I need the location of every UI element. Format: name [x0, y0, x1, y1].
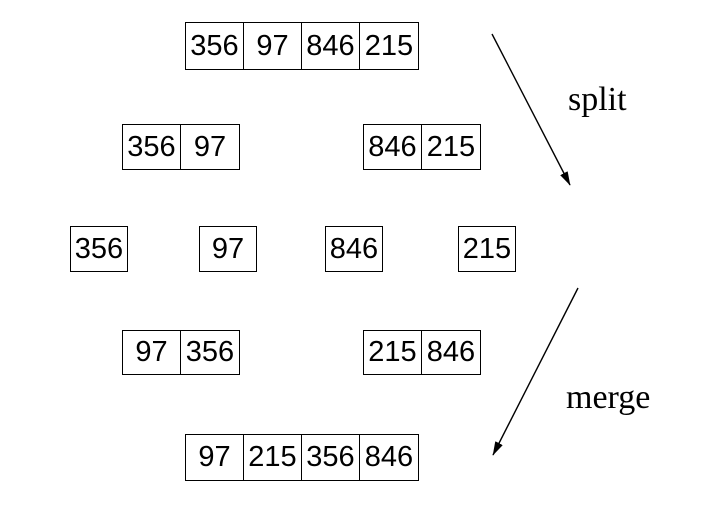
array-cell: 356 — [185, 336, 235, 368]
array-cell: 356 — [123, 125, 181, 169]
split-arrow — [491, 33, 571, 186]
array-unsorted: 356 97 846 215 — [185, 22, 419, 70]
merge-label: merge — [566, 379, 651, 416]
array-single-97: 97 — [199, 226, 257, 272]
array-cell: 97 — [193, 130, 227, 163]
array-cell: 97 — [244, 23, 302, 69]
array-cell: 215 — [364, 29, 414, 62]
array-cell: 846 — [364, 441, 414, 473]
merge-arrow — [492, 287, 579, 456]
array-single-356: 356 — [70, 226, 128, 272]
array-cell: 215 — [244, 435, 302, 480]
array-merged-right: 215 846 — [363, 330, 481, 375]
array-cell: 846 — [302, 23, 360, 69]
array-cell: 97 — [186, 435, 244, 480]
array-cell: 215 — [364, 331, 422, 374]
array-split-right: 846 215 — [363, 124, 481, 170]
array-cell: 846 — [426, 336, 476, 368]
array-sorted: 97 215 356 846 — [185, 434, 419, 481]
array-cell: 846 — [364, 125, 422, 169]
array-single-846: 846 — [325, 226, 383, 272]
split-label: split — [568, 81, 627, 118]
array-cell: 215 — [462, 232, 512, 265]
array-cell: 356 — [74, 232, 124, 265]
array-split-left: 356 97 — [122, 124, 240, 170]
array-cell: 356 — [302, 435, 360, 480]
array-cell: 846 — [329, 232, 379, 265]
array-cell: 215 — [426, 130, 476, 163]
array-cell: 97 — [123, 331, 181, 374]
array-merged-left: 97 356 — [122, 330, 240, 375]
array-cell: 356 — [186, 23, 244, 69]
array-cell: 97 — [211, 232, 245, 265]
array-single-215: 215 — [458, 226, 516, 272]
